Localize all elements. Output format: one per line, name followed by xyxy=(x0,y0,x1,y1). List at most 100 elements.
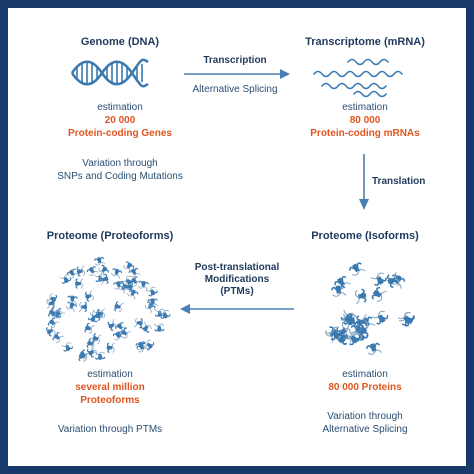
proteoform-molecule xyxy=(84,290,94,302)
proteoforms-node: Proteome (Proteoforms) xyxy=(25,230,195,242)
isoforms-estimation-label: estimation xyxy=(342,369,388,380)
genome-count: 20 000 xyxy=(104,115,136,126)
proteoform-molecule xyxy=(153,323,165,332)
proteoform-molecule xyxy=(48,307,59,319)
proteoform-molecule xyxy=(106,342,115,354)
isoforms-node: Proteome (Isoforms) xyxy=(285,230,445,242)
ptm-line2: Modifications xyxy=(204,274,270,285)
transcriptome-estimate: estimation 80 000 Protein-coding mRNAs xyxy=(265,101,465,140)
proteoform-molecule xyxy=(46,293,58,305)
proteoform-molecule xyxy=(66,268,79,279)
isoform-molecule xyxy=(397,311,414,326)
isoforms-value: 80 000 Proteins xyxy=(328,382,402,393)
proteoform-molecule xyxy=(86,345,98,358)
proteoform-molecule xyxy=(119,327,132,339)
dna-helix-icon xyxy=(70,58,149,88)
genome-node: Genome (DNA) xyxy=(40,36,200,48)
isoform-molecule xyxy=(343,313,357,330)
proteoform-molecule xyxy=(98,264,109,277)
ptm-label: Post-translational Modifications (PTMs) xyxy=(172,262,302,298)
proteoform-molecule xyxy=(123,261,135,273)
proteoform-molecule xyxy=(52,332,64,343)
proteoform-molecule xyxy=(114,301,124,313)
proteoforms-variation-text: Variation through PTMs xyxy=(57,424,163,435)
proteoform-molecule xyxy=(111,268,123,279)
transcriptome-estimation-label: estimation xyxy=(342,102,388,113)
proteoform-molecule xyxy=(75,278,84,289)
proteoform-molecule xyxy=(136,342,149,353)
proteoforms-title: Proteome (Proteoforms) xyxy=(46,230,174,242)
genome-variation-line1: Variation through xyxy=(82,158,158,169)
genome-unit: Protein-coding Genes xyxy=(68,128,172,139)
isoform-molecule xyxy=(371,287,387,302)
genome-title: Genome (DNA) xyxy=(80,36,160,48)
proteoform-molecule xyxy=(92,333,102,345)
proteoform-molecule xyxy=(86,266,99,276)
mrna-icon xyxy=(313,58,403,98)
translation-title: Translation xyxy=(372,176,426,187)
isoform-molecule xyxy=(349,262,366,276)
isoform-molecule xyxy=(354,324,369,341)
proteoforms-estimate: estimation several million Proteoforms xyxy=(10,368,210,407)
proteoform-molecule xyxy=(84,322,95,334)
proteoform-molecule xyxy=(92,309,104,319)
isoforms-variation-line2: Alternative Splicing xyxy=(322,424,408,435)
proteoform-molecule xyxy=(59,274,72,284)
genome-variation-line2: SNPs and Coding Mutations xyxy=(57,171,183,182)
proteoform-molecule xyxy=(113,280,125,290)
proteoform-molecule xyxy=(145,286,158,297)
proteoform-molecule xyxy=(115,322,127,333)
proteoforms-value-line1: several million xyxy=(75,382,145,393)
isoforms-variation-line1: Variation through xyxy=(327,411,403,422)
ptm-arrow xyxy=(180,304,294,314)
isoform-molecule xyxy=(354,288,367,305)
proteoform-molecules xyxy=(45,256,171,363)
alternative-splicing-label: Alternative Splicing xyxy=(170,84,300,95)
proteoform-molecule xyxy=(78,301,88,313)
protein-isoforms-icon xyxy=(325,262,415,355)
isoform-molecule xyxy=(338,328,352,345)
transcription-title: Transcription xyxy=(203,55,267,66)
translation-label: Translation xyxy=(372,176,452,188)
proteoform-molecule xyxy=(142,339,155,351)
proteoform-molecule xyxy=(158,309,171,319)
isoform-molecule xyxy=(330,285,347,297)
proteoform-molecule xyxy=(107,318,118,331)
proteoform-molecule xyxy=(137,280,149,291)
isoform-molecule xyxy=(386,271,400,289)
ptm-line3: (PTMs) xyxy=(220,286,254,297)
isoforms-estimate: estimation 80 000 Proteins xyxy=(265,368,465,394)
transcriptome-title: Transcriptome (mRNA) xyxy=(305,36,425,48)
transcriptome-count: 80 000 xyxy=(349,115,381,126)
proteoforms-icon xyxy=(45,256,171,363)
transcription-sub: Alternative Splicing xyxy=(192,84,278,95)
proteoform-molecule xyxy=(86,338,97,350)
isoform-molecule xyxy=(371,310,389,325)
proteoform-molecule xyxy=(93,256,106,266)
proteoform-molecule xyxy=(65,301,78,313)
proteoform-molecule xyxy=(67,295,78,305)
proteoforms-variation: Variation through PTMs xyxy=(10,423,210,436)
transcriptome-node: Transcriptome (mRNA) xyxy=(285,36,445,48)
proteoform-molecule xyxy=(94,351,106,360)
proteoform-molecule xyxy=(78,351,89,363)
proteoform-molecule xyxy=(99,273,109,286)
proteoforms-estimation-label: estimation xyxy=(87,369,133,380)
isoforms-title: Proteome (Isoforms) xyxy=(311,230,419,242)
genome-variation: Variation through SNPs and Coding Mutati… xyxy=(10,157,230,183)
isoform-molecule xyxy=(344,331,361,346)
proteoform-molecule xyxy=(76,265,86,277)
transcriptome-unit: Protein-coding mRNAs xyxy=(310,128,420,139)
transcription-arrow xyxy=(184,69,290,79)
proteoform-molecule xyxy=(61,342,73,352)
proteoform-molecule xyxy=(129,276,142,287)
ptm-line1: Post-translational xyxy=(194,262,280,273)
isoform-molecule xyxy=(326,326,343,341)
proteoform-molecule xyxy=(147,298,159,307)
genome-estimate: estimation 20 000 Protein-coding Genes xyxy=(20,101,220,140)
genome-estimation-label: estimation xyxy=(97,102,143,113)
proteoform-molecule xyxy=(144,301,156,313)
proteoform-molecule xyxy=(45,324,56,337)
isoform-molecule xyxy=(365,342,382,355)
proteoform-molecule xyxy=(133,317,143,329)
